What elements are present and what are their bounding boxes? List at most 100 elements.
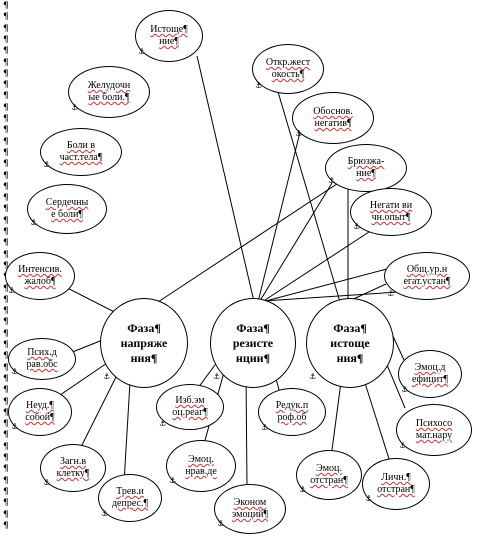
- anchor-icon: ⚓: [295, 129, 303, 138]
- node-exhaustion: Фаза¶ истоще ния¶: [306, 298, 394, 388]
- anchor-icon: ⚓: [11, 422, 19, 431]
- pilcrow-mark: ¶: [3, 35, 9, 45]
- pilcrow-mark: ¶: [3, 114, 9, 124]
- pilcrow-mark: ¶: [3, 159, 9, 169]
- pilcrow-mark: ¶: [3, 103, 9, 113]
- pilcrow-mark: ¶: [3, 464, 9, 474]
- pilcrow-mark: ¶: [3, 148, 9, 158]
- pilcrow-mark: ¶: [3, 261, 9, 271]
- node-label: Эмоц.д ефицит¶: [412, 362, 448, 385]
- anchor-icon: ⚓: [8, 286, 16, 295]
- node-zheludok: Желудочн ые боли.¶: [68, 66, 150, 118]
- anchor-icon: ⚓: [401, 385, 409, 394]
- node-otkr: Откр.жест окость¶: [252, 44, 324, 94]
- node-label: Истоще¶ ние¶: [150, 24, 188, 47]
- pilcrow-mark: ¶: [3, 430, 9, 440]
- node-label: Фаза¶ напряже ния¶: [120, 320, 168, 365]
- edge: [261, 229, 373, 303]
- pilcrow-mark: ¶: [3, 351, 9, 361]
- anchor-icon: ⚓: [169, 476, 177, 485]
- node-lichn: Личн.¶ отстран¶: [362, 458, 430, 510]
- pilcrow-mark: ¶: [3, 1, 9, 11]
- node-redukts: Редук.п роф.об: [258, 388, 326, 436]
- node-emots_deficit: Эмоц.д ефицит¶: [398, 350, 462, 398]
- edge: [257, 182, 333, 305]
- anchor-icon: ⚓: [387, 289, 395, 298]
- node-label: Психосо мат.нару: [415, 418, 453, 441]
- pilcrow-mark: ¶: [3, 284, 9, 294]
- node-tension: Фаза¶ напряже ния¶: [100, 298, 188, 388]
- node-intensiv: Интенсив. жалоб¶: [5, 252, 75, 300]
- node-label: Фаза¶ резисте нции¶: [232, 320, 274, 365]
- pilcrow-mark: ¶: [3, 46, 9, 56]
- node-izbir: Изб.эм оц.реаг¶: [156, 384, 224, 430]
- pilcrow-mark: ¶: [3, 182, 9, 192]
- pilcrow-mark: ¶: [3, 91, 9, 101]
- pilcrow-mark: ¶: [3, 69, 9, 79]
- anchor-icon: ⚓: [217, 519, 225, 528]
- edge: [261, 264, 403, 303]
- node-label: Личн.¶ отстран¶: [377, 472, 415, 495]
- node-emots_otstran: Эмоц. отстран¶: [296, 450, 362, 500]
- edge: [384, 359, 406, 409]
- pilcrow-mark: ¶: [3, 80, 9, 90]
- node-label: Редук.п роф.об: [275, 400, 309, 423]
- pilcrow-mark: ¶: [3, 137, 9, 147]
- pilcrow-mark: ¶: [3, 453, 9, 463]
- anchor-icon: ⚓: [103, 372, 111, 381]
- pilcrow-mark: ¶: [3, 329, 9, 339]
- pilcrow-column: ¶¶¶¶¶¶¶¶¶¶¶¶¶¶¶¶¶¶¶¶¶¶¶¶¶¶¶¶¶¶¶¶¶¶¶¶¶¶¶¶…: [3, 0, 13, 539]
- node-label: Трев.и депрес.¶: [111, 486, 149, 509]
- pilcrow-mark: ¶: [3, 498, 9, 508]
- pilcrow-mark: ¶: [3, 306, 9, 316]
- pilcrow-mark: ¶: [3, 385, 9, 395]
- pilcrow-mark: ¶: [3, 24, 9, 34]
- edge: [364, 382, 391, 463]
- node-label: Сердечны е боли¶: [45, 197, 89, 220]
- pilcrow-mark: ¶: [3, 476, 9, 486]
- node-istoshchenie: Истоще¶ ние¶: [135, 10, 203, 62]
- node-resistance: Фаза¶ резисте нции¶: [210, 298, 296, 388]
- anchor-icon: ⚓: [71, 103, 79, 112]
- anchor-icon: ⚓: [138, 47, 146, 56]
- anchor-icon: ⚓: [399, 441, 407, 450]
- node-label: Фаза¶ истоще ния¶: [330, 320, 370, 365]
- anchor-icon: ⚓: [43, 478, 51, 487]
- node-label: Желудочн ые боли.¶: [87, 80, 131, 103]
- anchor-icon: ⚓: [299, 485, 307, 494]
- edge: [257, 111, 306, 303]
- pilcrow-mark: ¶: [3, 317, 9, 327]
- node-label: Неуд.¶ собой¶: [25, 400, 55, 423]
- anchor-icon: ⚓: [213, 372, 221, 381]
- node-negativ: Негати ви чн.опыт¶: [350, 188, 432, 236]
- node-bryuzga: Брюзжа- ние¶: [325, 144, 407, 192]
- anchor-icon: ⚓: [159, 419, 167, 428]
- pilcrow-mark: ¶: [3, 193, 9, 203]
- node-label: Боли в част.тела¶: [59, 140, 103, 163]
- node-label: Брюзжа- ние¶: [347, 156, 385, 179]
- node-label: Общ.ур.н егат.устан¶: [403, 264, 451, 287]
- node-psikhosomat: Психосо мат.нару: [396, 404, 472, 456]
- anchor-icon: ⚓: [261, 423, 269, 432]
- pilcrow-mark: ¶: [3, 216, 9, 226]
- edge: [123, 381, 131, 484]
- node-label: Откр.жест окость¶: [265, 57, 311, 80]
- pilcrow-mark: ¶: [3, 363, 9, 373]
- node-label: Эмоц. отстран¶: [310, 463, 348, 486]
- pilcrow-mark: ¶: [3, 238, 9, 248]
- node-boli_tela: Боли в част.тела¶: [40, 128, 122, 176]
- edge: [157, 171, 356, 303]
- pilcrow-mark: ¶: [3, 171, 9, 181]
- pilcrow-mark: ¶: [3, 12, 9, 22]
- anchor-icon: ⚓: [43, 160, 51, 169]
- pilcrow-mark: ¶: [3, 250, 9, 260]
- pilcrow-mark: ¶: [3, 125, 9, 135]
- node-label: Загн.в клетку¶: [56, 456, 90, 479]
- node-label: Псих.д рав.обс: [26, 347, 58, 370]
- node-label: Изб.эм оц.реаг¶: [172, 395, 208, 418]
- pilcrow-mark: ¶: [3, 442, 9, 452]
- pilcrow-mark: ¶: [3, 397, 9, 407]
- anchor-icon: ⚓: [11, 367, 19, 376]
- anchor-icon: ⚓: [101, 509, 109, 518]
